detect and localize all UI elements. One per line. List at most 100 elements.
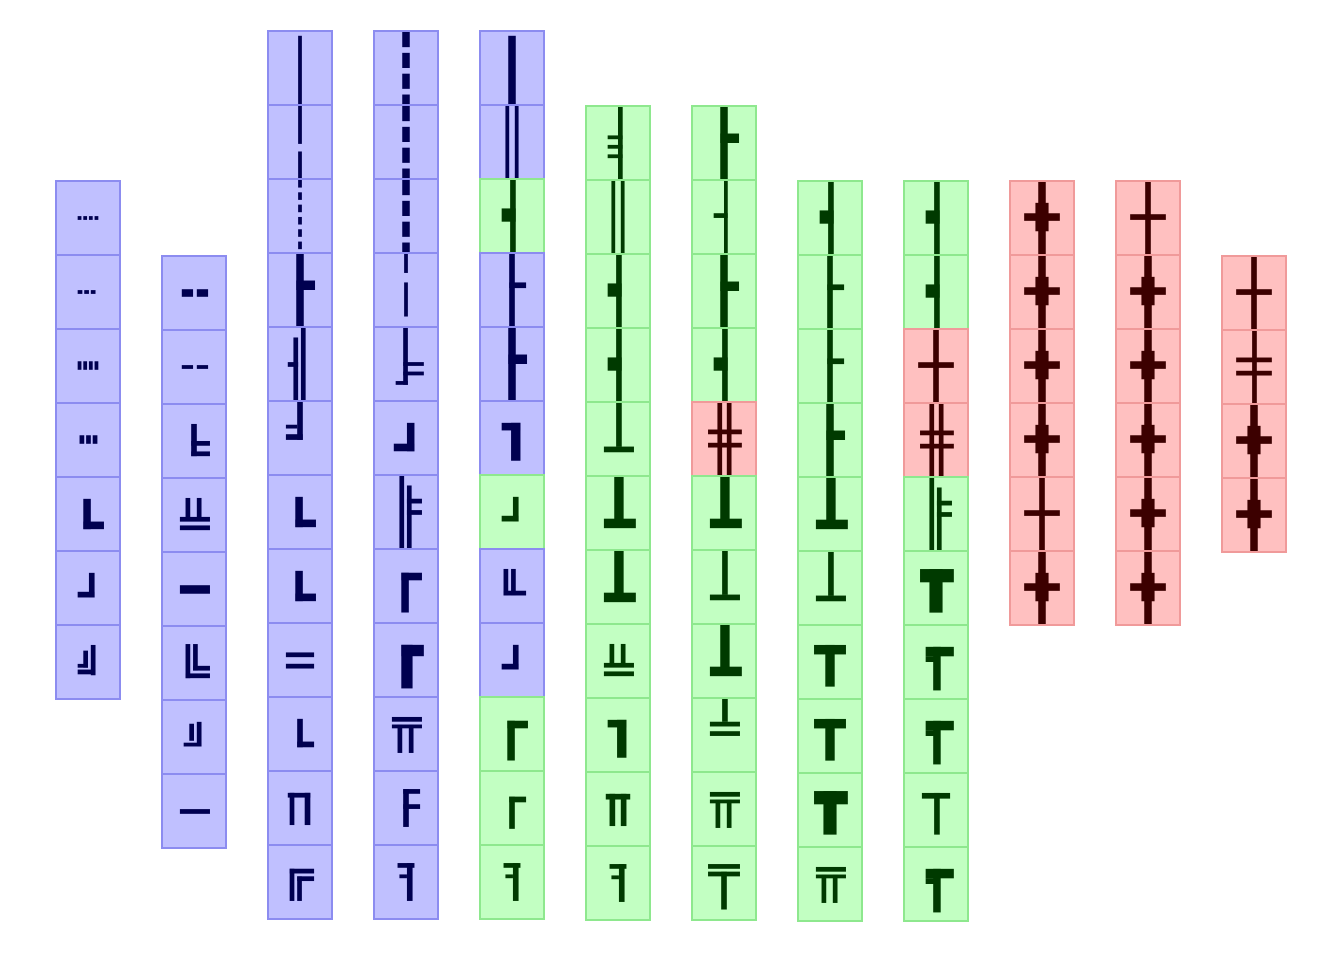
- inv-t-thick-glyph: [603, 477, 636, 529]
- cross-thick-glyph: [1024, 404, 1060, 476]
- glyph-cell: [585, 179, 651, 255]
- glyph-cell: [479, 696, 545, 772]
- inv-t-thick-glyph: [815, 478, 848, 530]
- hash-glyph: [708, 403, 742, 475]
- gamma-double-glyph: [289, 868, 315, 901]
- stem-flag-right-glyph: [826, 404, 846, 476]
- glyph-cell: [691, 327, 757, 403]
- gamma-thick-glyph: [401, 572, 422, 613]
- cross-thick-glyph: [1130, 256, 1166, 328]
- t-glyph: [921, 792, 951, 835]
- glyph-cell: [479, 178, 545, 254]
- glyph-cell: [1115, 402, 1181, 478]
- glyph-cell: [1221, 403, 1287, 479]
- glyph-cell: [1221, 477, 1287, 553]
- col-10: [1009, 180, 1075, 626]
- glyph-cell: [55, 476, 121, 552]
- stem-flag-left-glyph: [819, 182, 834, 254]
- cross-glyph: [1024, 478, 1060, 550]
- j-thick-glyph: [393, 422, 415, 452]
- glyph-cell: [1115, 254, 1181, 330]
- glyph-cell: [797, 254, 863, 330]
- glyph-cell: [479, 474, 545, 550]
- double-cross-glyph: [1236, 331, 1272, 403]
- cross-thick-glyph: [1236, 405, 1272, 477]
- glyph-cell: [903, 550, 969, 626]
- glyph-cell: [903, 772, 969, 848]
- stem-flag-right-thin-glyph: [827, 330, 845, 402]
- bar-thin-glyph: [179, 809, 210, 814]
- glyph-cell: [373, 326, 439, 402]
- cross-thick-glyph: [1130, 330, 1166, 402]
- inv-t-thick-glyph: [709, 625, 742, 677]
- cross-thick-glyph: [1024, 330, 1060, 402]
- col-8: [797, 180, 863, 922]
- glyph-cell: [903, 476, 969, 552]
- glyph-cell: [903, 254, 969, 330]
- seven-glyph: [609, 864, 627, 902]
- glyph-cell: [479, 844, 545, 920]
- cross-thick-glyph: [1024, 182, 1060, 254]
- glyph-cell: [903, 846, 969, 922]
- glyph-cell: [797, 698, 863, 774]
- cross-thick-glyph: [1130, 404, 1166, 476]
- stem-flag-right-glyph: [720, 255, 740, 327]
- j-e-glyph: [285, 402, 303, 440]
- t-block-glyph: [920, 569, 954, 613]
- glyph-cell: [903, 698, 969, 774]
- stem-flag-left-glyph: [925, 182, 940, 254]
- cross-thick-glyph: [1024, 256, 1060, 328]
- stem-double-glyph: [505, 106, 519, 178]
- inv-t-glyph: [603, 403, 634, 453]
- glyph-cell: [161, 551, 227, 627]
- dots-4-glyph: [77, 216, 99, 220]
- double-base-glyph: [179, 497, 210, 531]
- glyph-cell: [161, 699, 227, 775]
- glyph-cell: [373, 252, 439, 328]
- stem-flag-left-thin-glyph: [713, 181, 728, 253]
- glyph-cell: [903, 328, 969, 404]
- glyph-cell: [479, 622, 545, 698]
- inv-t-thick-glyph: [603, 551, 636, 603]
- cross-glyph: [918, 330, 954, 402]
- glyph-cell: [161, 255, 227, 331]
- glyph-cell: [797, 772, 863, 848]
- j-small-glyph: [501, 496, 519, 522]
- glyph-cell: [373, 696, 439, 772]
- col-3: [267, 30, 333, 920]
- t-flag-glyph: [925, 868, 954, 913]
- cross-thick-glyph: [1130, 552, 1166, 624]
- stem-flag-left-glyph: [925, 256, 940, 328]
- glyph-cell: [161, 773, 227, 849]
- l-thin-glyph: [297, 718, 315, 748]
- glyph-cell: [691, 845, 757, 921]
- glyph-cell: [585, 253, 651, 329]
- t-thick-glyph: [814, 644, 846, 687]
- stem-e-right-glyph: [395, 328, 424, 385]
- glyph-cell: [797, 476, 863, 552]
- glyph-cell: [1221, 329, 1287, 405]
- stem-flag-right-glyph: [296, 254, 316, 326]
- glyph-cell: [797, 624, 863, 700]
- col-11: [1115, 180, 1181, 626]
- glyph-cell: [267, 474, 333, 550]
- pi-thick-glyph: [605, 793, 631, 827]
- glyph-cell: [373, 844, 439, 920]
- col-6: [585, 105, 651, 921]
- pi-double-glyph: [391, 716, 422, 753]
- glyph-cell: [55, 624, 121, 700]
- glyph-cell: [797, 550, 863, 626]
- glyph-cell: [55, 328, 121, 404]
- double-e-right-glyph: [399, 476, 422, 548]
- col-9: [903, 180, 969, 922]
- glyph-cell: [267, 622, 333, 698]
- dots-3-glyph: [77, 290, 96, 294]
- stem-full-glyph: [298, 35, 302, 104]
- glyph-cell: [479, 252, 545, 328]
- glyph-cell: [267, 770, 333, 846]
- glyph-cell: [479, 770, 545, 846]
- j-double-small-glyph: [183, 721, 202, 747]
- glyph-cell: [585, 475, 651, 551]
- stem-flag-left-glyph: [713, 329, 728, 401]
- stem-full-thick-glyph: [508, 35, 516, 104]
